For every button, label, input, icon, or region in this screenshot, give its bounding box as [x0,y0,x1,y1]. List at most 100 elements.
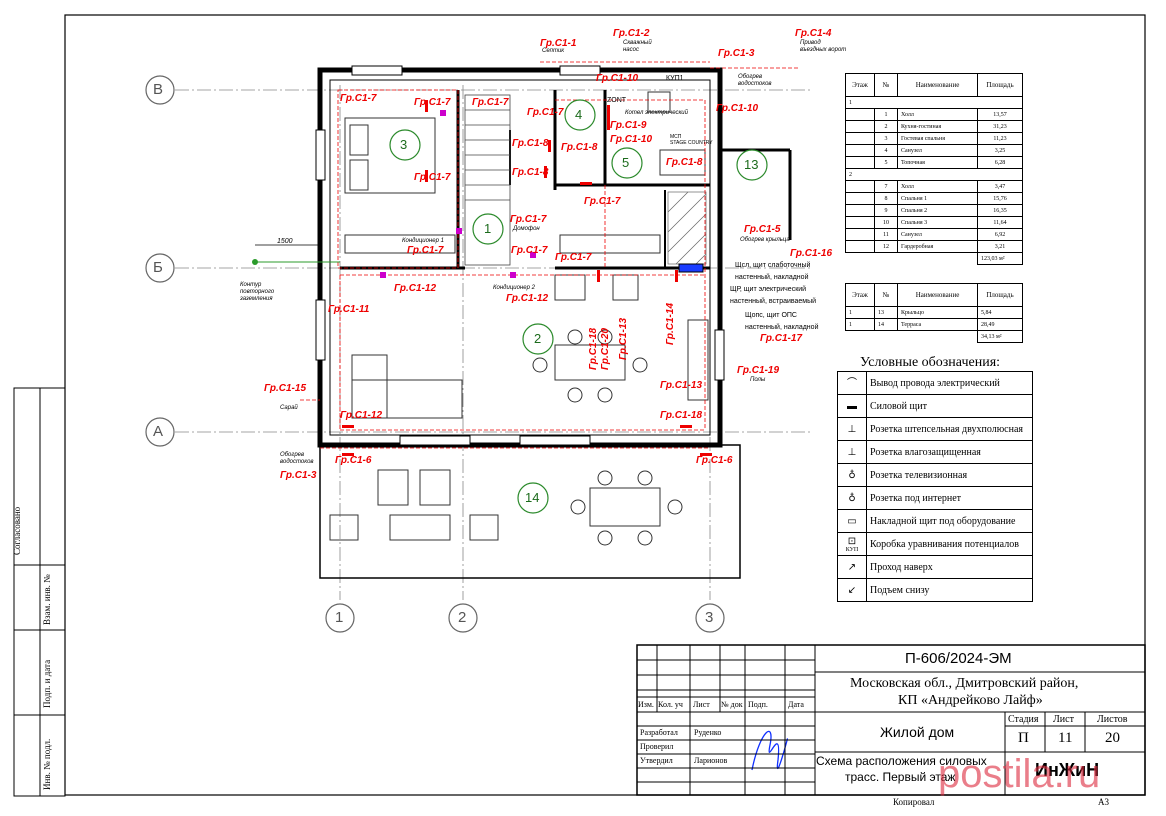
circuit-label: Гр.С1-6 [335,455,372,466]
socket-marks [342,100,712,456]
circuit-label: Гр.С1-7 [527,107,564,118]
legend-label: Накладной щит под оборудование [866,509,1033,533]
circuit-label: Гр.С1-8 [561,142,598,153]
ground-contour [252,244,340,265]
watermark: postila.ru [938,752,1101,796]
room-area-cell: 31,23 [977,120,1023,133]
circuit-label: Гр.С1-15 [264,383,307,394]
legend-item: ↙Подъем снизу [837,578,1033,602]
room-area-cell: 15,76 [977,192,1023,205]
shed-label: Сарай [280,405,298,411]
internet-socket-icon: ♁ [837,486,867,510]
circuit-label: Гр.С1-7 [472,97,509,108]
signature-image [751,730,789,771]
room-number-cell: 7 [874,180,898,193]
room-area-cell: 6,28 [977,156,1023,169]
room-name-cell: Спальня 2 [897,204,978,217]
room-number-cell: 9 [874,204,898,217]
terrace-floor-cell: 1 [845,306,875,319]
room-number-cell: 1 [874,108,898,121]
col-header: Наименование [897,283,978,307]
circuit-label: Гр.С1-4 [795,28,832,39]
legend-item: ⌒Вывод провода электрический [837,371,1033,395]
circuit-label: Гр.С1-8 [512,167,549,178]
document-code: П-606/2024-ЭМ [905,650,1012,667]
sheets-value: 20 [1105,730,1120,746]
stamp-grid [636,644,1146,796]
col-header: Этаж [845,283,875,307]
circuit-label: Гр.С1-18 [588,327,599,370]
side-label-replace: Взам. инв. № [42,574,52,625]
room-number-cell: 5 [874,156,898,169]
circuit-label: Гр.С1-10 [716,103,759,114]
room-number: 3 [400,137,408,152]
legend-table: ⌒Вывод провода электрический▬Силовой щит… [837,371,1033,602]
windows [315,65,725,446]
zont-label: ZONT [607,97,627,104]
legend-label: Проход наверх [866,555,1033,579]
room-name-cell: Спальня 3 [897,216,978,229]
room-name-cell: Топочная [897,156,978,169]
room-name-cell: Холл [897,180,978,193]
room-number-cell: 12 [874,240,898,253]
sheet-title-2: трасс. Первый этаж [845,770,956,784]
legend-icon-sublabel: КУП [845,546,859,553]
circuit-label: Гр.С1-16 [790,248,833,259]
circuit-label: Гр.С1-5 [744,224,781,235]
col-header: Площадь [977,283,1023,307]
legend-label: Вывод провода электрический [866,371,1033,395]
stage-value: П [1018,730,1029,746]
room-area-cell: 3,25 [977,144,1023,157]
electrical-panel [678,263,704,273]
room-name-cell: Санузел [897,228,978,241]
circuit-label: Гр.С1-18 [660,410,703,421]
circuit-label: Гр.С1-12 [506,293,549,304]
circuit-label: Гр.С1-13 [618,317,629,360]
room-name-cell: Спальня 1 [897,192,978,205]
boiler-label: Котел электрический [625,110,688,116]
signature-role: Утвердил [640,756,673,765]
wire-outlet-icon: ⌒ [837,371,867,395]
room-area-cell: 13,57 [977,108,1023,121]
room-area-cell: 16,35 [977,204,1023,217]
kup1-label: КУП1 [666,75,684,82]
col-header: № [874,283,898,307]
floor-label: 2 [845,168,1023,181]
socket-icon: ⊥ [837,417,867,441]
room-number: 2 [534,331,542,346]
circuit-label: Гр.С1-12 [340,410,383,421]
format-label: А3 [1098,797,1109,807]
circuit-label: Гр.С1-7 [414,172,451,183]
stamp-header: Изм. [638,700,654,709]
circuit-label: Гр.С1-6 [696,455,733,466]
copied-label: Копировал [893,797,935,807]
stamp-header: Дата [788,700,804,709]
sheet-value: 11 [1058,730,1073,746]
signature-name: Ларионов [694,756,728,765]
circuit-label: Гр.С1-1 [540,38,577,49]
room-area-cell: 11,23 [977,132,1023,145]
side-label-approved: Согласовано [12,506,22,555]
terrace-name-cell: Терраса [897,318,978,331]
side-label-sign-date: Подп. и дата [42,659,52,708]
floors-label: Полы [750,377,766,383]
stamp-header: Подп. [748,700,768,709]
axis-label-col-1: 1 [335,609,344,626]
circuit-label: Гр.С1-19 [737,365,780,376]
room-number: 1 [484,221,492,236]
room-number-cell: 3 [874,132,898,145]
septic-label: Септик [542,48,565,54]
terrace-area-cell: 28,49 [977,318,1023,331]
